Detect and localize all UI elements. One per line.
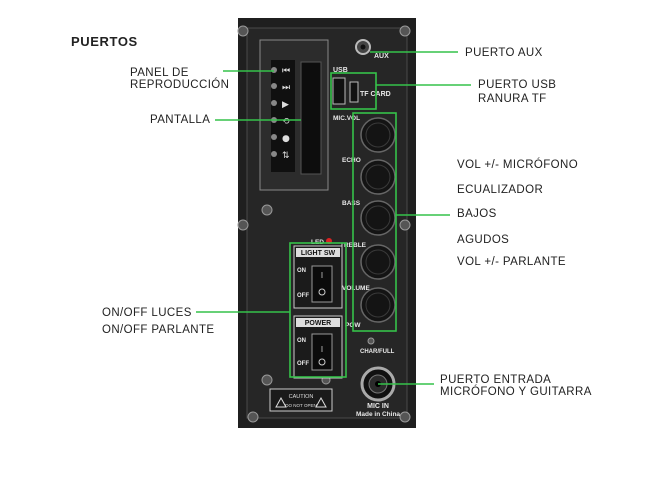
light-on-text: ON — [297, 268, 306, 274]
label-usb-1: PUERTO USB — [478, 79, 557, 91]
aux-text: AUX — [374, 53, 389, 60]
label-panel-1: PANEL DE — [130, 67, 189, 79]
light-sw-text: LIGHT SW — [301, 250, 336, 257]
annotation-lines — [196, 51, 471, 385]
label-aux: PUERTO AUX — [465, 47, 543, 59]
svg-text:⏭: ⏭ — [282, 83, 290, 93]
svg-text:I: I — [321, 271, 323, 280]
label-power: ON/OFF PARLANTE — [102, 324, 215, 336]
light-rocker — [311, 265, 333, 303]
bass-text: BASS — [342, 200, 361, 207]
svg-text:I: I — [321, 345, 323, 354]
label-echo: ECUALIZADOR — [457, 184, 544, 196]
label-pantalla: PANTALLA — [150, 114, 211, 126]
label-bass: BAJOS — [457, 208, 497, 220]
power-sw-text: POWER — [305, 320, 331, 327]
label-mic-in-2: MICRÓFONO Y GUITARRA — [440, 386, 592, 398]
label-treble: AGUDOS — [457, 234, 510, 246]
mic-vol-text: MIC.VOL — [333, 115, 360, 122]
usb-port — [332, 77, 346, 105]
page-title: PUERTOS — [71, 34, 138, 49]
svg-text:⟲: ⟲ — [282, 117, 290, 127]
caution-sub-text: DO NOT OPEN — [285, 403, 316, 408]
label-usb-2: RANURA TF — [478, 93, 547, 105]
power-off-text: OFF — [297, 361, 309, 367]
usb-text: USB — [333, 67, 348, 74]
label-mic-vol: VOL +/- MICRÓFONO — [457, 159, 579, 171]
caution-text: CAUTION — [289, 394, 314, 400]
mic-in-text: MIC IN — [367, 403, 389, 410]
svg-text:⇅: ⇅ — [282, 151, 290, 161]
playback-glyphs: ⏮ ⏭ ▶ ⟲ ● ⇅ — [282, 66, 290, 161]
screw — [237, 25, 411, 423]
power-on-text: ON — [297, 338, 306, 344]
made-in-text: Made in China — [356, 411, 400, 418]
label-light: ON/OFF LUCES — [102, 307, 192, 319]
display-screen — [300, 61, 322, 175]
label-volume: VOL +/- PARLANTE — [457, 256, 566, 268]
label-panel-2: REPRODUCCIÓN — [130, 79, 230, 91]
volume-text: VOLUME — [342, 285, 370, 292]
echo-text: ECHO — [342, 157, 361, 164]
svg-text:▶: ▶ — [282, 100, 289, 110]
charge-led — [367, 337, 375, 345]
light-off-text: OFF — [297, 293, 309, 299]
tf-slot — [349, 81, 359, 103]
power-rocker — [311, 333, 333, 371]
label-mic-in-1: PUERTO ENTRADA — [440, 374, 552, 386]
svg-text:⏮: ⏮ — [282, 66, 290, 76]
charfull-text: CHAR/FULL — [360, 349, 395, 355]
svg-text:●: ● — [282, 134, 290, 144]
